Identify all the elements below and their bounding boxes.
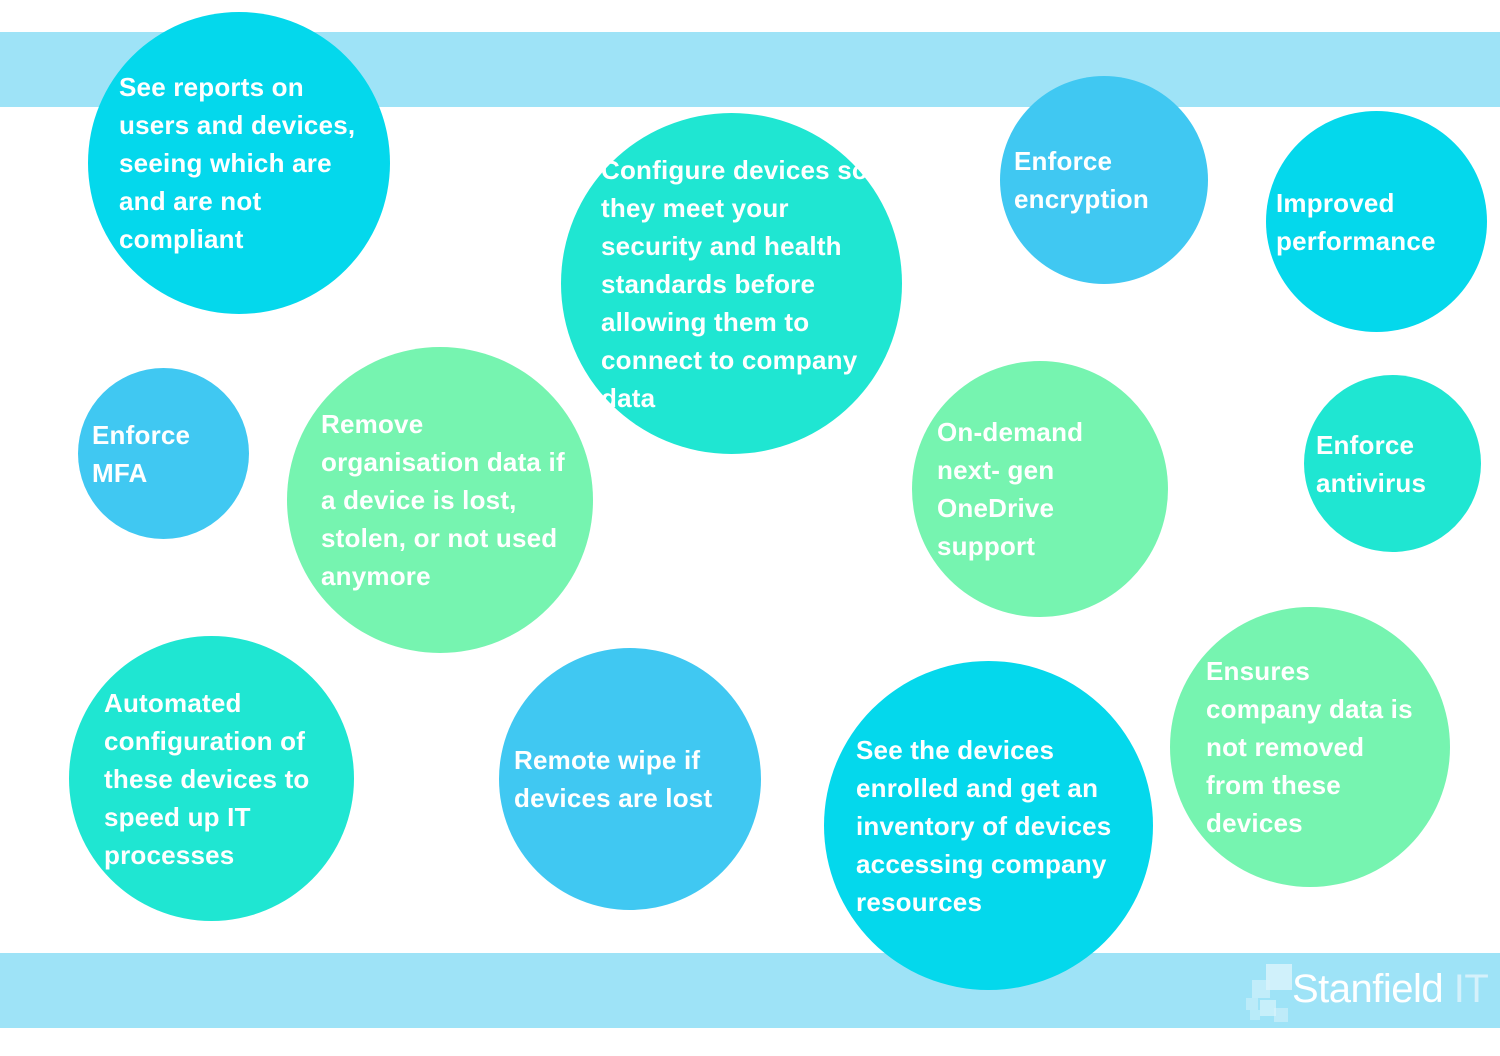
bubble-onedrive-support: On-demand next- gen OneDrive support: [912, 361, 1168, 617]
bubble-automated-configuration: Automated configuration of these devices…: [69, 636, 354, 921]
bubble-device-inventory-text: See the devices enrolled and get an inve…: [856, 734, 1112, 917]
bubble-improved-performance: Improved performance: [1266, 111, 1487, 332]
logo-suffix: IT: [1453, 967, 1489, 1011]
logo-text: Stanfield IT: [1292, 964, 1489, 1014]
bubble-remove-organisation-data-text: Remove organisation data if a device is …: [321, 409, 565, 591]
bubble-enforce-encryption: Enforce encryption: [1000, 76, 1208, 284]
bubble-remove-organisation-data: Remove organisation data if a device is …: [287, 347, 593, 653]
bubble-device-inventory: See the devices enrolled and get an inve…: [824, 661, 1153, 990]
bubble-configure-devices-text: Configure devices so they meet your secu…: [601, 154, 868, 413]
bubble-automated-configuration-text: Automated configuration of these devices…: [104, 687, 310, 870]
bubble-enforce-encryption-text: Enforce encryption: [1014, 146, 1149, 214]
bubble-remote-wipe-text: Remote wipe if devices are lost: [514, 745, 713, 813]
bubble-enforce-antivirus-text: Enforce antivirus: [1316, 429, 1427, 498]
bubble-compliance-reports-text: See reports on users and devices, seeing…: [119, 72, 356, 254]
bubble-improved-performance-text: Improved performance: [1276, 187, 1436, 256]
bubble-compliance-reports: See reports on users and devices, seeing…: [88, 12, 390, 314]
bubble-company-data-protection: Ensures company data is not removed from…: [1170, 607, 1450, 887]
logo-squares-icon: [1244, 958, 1294, 1024]
bubble-company-data-protection-text: Ensures company data is not removed from…: [1206, 656, 1413, 838]
bubble-enforce-antivirus: Enforce antivirus: [1304, 375, 1481, 552]
logo-name: Stanfield: [1292, 967, 1444, 1011]
bubble-remote-wipe: Remote wipe if devices are lost: [499, 648, 761, 910]
bubble-enforce-mfa: Enforce MFA: [78, 368, 249, 539]
bubble-enforce-mfa-text: Enforce MFA: [92, 419, 191, 488]
bubble-onedrive-support-text: On-demand next- gen OneDrive support: [937, 417, 1084, 561]
bottom-band: [0, 953, 1500, 1028]
stanfield-logo: Stanfield IT: [1244, 958, 1494, 1026]
bubble-configure-devices: Configure devices so they meet your secu…: [561, 113, 902, 454]
